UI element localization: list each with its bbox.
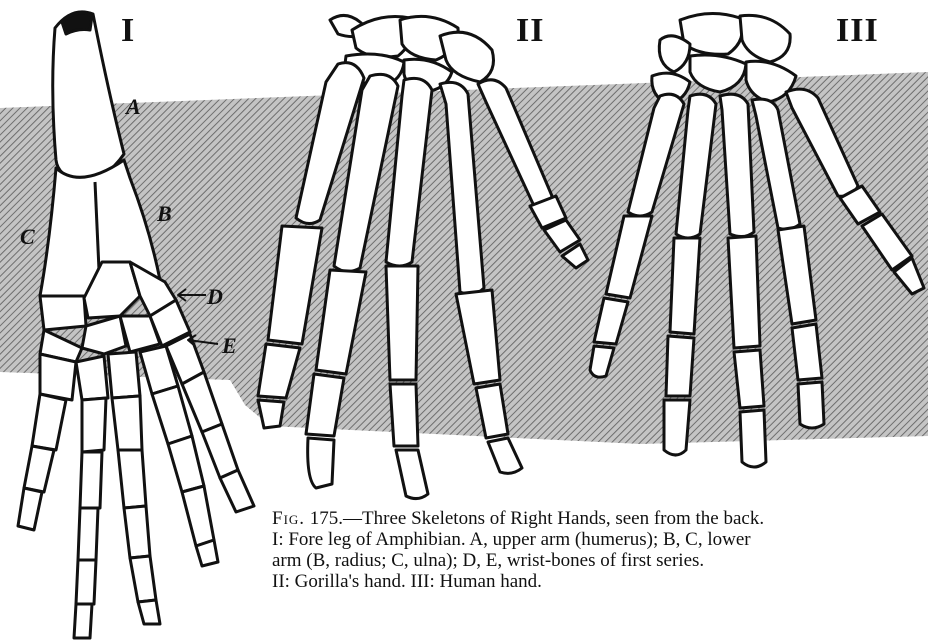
caption-fig-label: Fig. xyxy=(272,508,305,529)
label-b-radius: B xyxy=(157,201,172,227)
label-e-wrist-bone: E xyxy=(222,333,237,359)
caption-line-4: II: Gorilla's hand. III: Human hand. xyxy=(272,571,912,592)
human-carpal-bones xyxy=(652,13,796,104)
label-a-upper-arm: A xyxy=(126,94,141,120)
caption-line-1: Fig. 175.—Three Skeletons of Right Hands… xyxy=(272,508,912,529)
panel-label-ii: II xyxy=(516,12,544,50)
panel-label-i: I xyxy=(121,12,135,50)
caption-line-2: I: Fore leg of Amphibian. A, upper arm (… xyxy=(272,529,912,550)
caption-line-3: arm (B, radius; C, ulna); D, E, wrist-bo… xyxy=(272,550,912,571)
panel-label-iii: III xyxy=(836,12,879,50)
figure-caption: Fig. 175.—Three Skeletons of Right Hands… xyxy=(272,508,912,592)
humerus-bone xyxy=(53,12,124,180)
label-d-wrist-bone: D xyxy=(207,284,223,310)
label-c-ulna: C xyxy=(20,224,35,250)
